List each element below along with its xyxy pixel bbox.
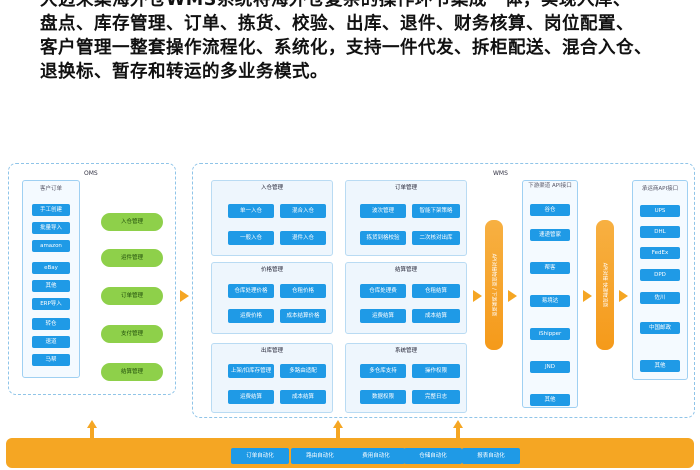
downstream-to-carrier-arrow-icon (583, 290, 592, 302)
modules-to-api-arrow-icon (473, 290, 482, 302)
intro-paragraph: 大迈来集海外仓WMS系统将海外仓复杂的操作环节集成一体，实现入库、 盘点、库存管… (40, 0, 690, 84)
order-source-transfer[interactable]: 转仓 (32, 318, 70, 330)
oms-to-wms-arrow-icon (180, 290, 189, 302)
carrier-item[interactable]: DHL (640, 226, 680, 238)
module-item[interactable]: 成本结算 (280, 390, 326, 404)
api-to-carrier-arrow-icon (619, 290, 628, 302)
order-source-sudao[interactable]: 速道 (32, 336, 70, 348)
module-item[interactable]: 退件入仓 (280, 231, 326, 245)
order-source-manual[interactable]: 手工创建 (32, 204, 70, 216)
module-item[interactable]: 成本结算价格 (280, 309, 326, 323)
module-item[interactable]: 运费结算 (360, 309, 406, 323)
order-source-amazon[interactable]: amazon (32, 240, 70, 252)
wms-panel (192, 163, 695, 418)
module-title: 入仓管理 (260, 185, 283, 191)
module-item[interactable]: 混合入仓 (280, 204, 326, 218)
module-item[interactable]: 数据权限 (360, 390, 406, 404)
automation-orders[interactable]: 订单自动化 (231, 448, 289, 464)
module-title: 订单管理 (394, 185, 417, 191)
module-title: 价格管理 (260, 267, 283, 273)
module-item[interactable]: 多路由适配 (280, 364, 326, 378)
bottom-to-wms-right-arrow-icon (453, 420, 463, 428)
module-item[interactable]: 一般入仓 (228, 231, 274, 245)
module-item[interactable]: 智能下架策略 (412, 204, 460, 218)
oms-flow-payment[interactable]: 支付管理 (101, 325, 163, 343)
carrier-api-bar-label: API对接 快递物流商 (601, 262, 608, 308)
oms-flow-inbound[interactable]: 入仓管理 (101, 213, 163, 231)
module-item[interactable]: 仓租结算 (412, 284, 460, 298)
bottom-to-oms-arrow-icon (87, 420, 97, 428)
module-item[interactable]: 成本结算 (412, 309, 460, 323)
module-item[interactable]: 仓库处理费 (360, 284, 406, 298)
downstream-item[interactable]: 其他 (530, 394, 570, 406)
order-source-ebay[interactable]: eBay (32, 262, 70, 274)
downstream-item[interactable]: 速递管家 (530, 229, 570, 241)
intro-line: 客户管理一整套操作流程化、系统化，支持一件代发、拆柜配送、混合入仓、 (40, 38, 652, 58)
automation-fees[interactable]: 费用自动化 (347, 448, 405, 464)
module-pricing: 价格管理 (211, 262, 333, 334)
carrier-item[interactable]: 佐川 (640, 292, 680, 304)
customer-orders-title: 客户订单 (39, 186, 62, 192)
automation-reports[interactable]: 报表自动化 (462, 448, 520, 464)
arrow-stem (90, 428, 94, 438)
automation-routing[interactable]: 路由自动化 (291, 448, 349, 464)
module-item[interactable]: 运费价格 (228, 309, 274, 323)
order-source-batch[interactable]: 批量导入 (32, 222, 70, 234)
module-item[interactable]: 仓库处理价格 (228, 284, 274, 298)
carrier-item[interactable]: 其他 (640, 360, 680, 372)
module-title: 系统管理 (394, 348, 417, 354)
module-item[interactable]: 操作权限 (412, 364, 460, 378)
arrow-stem (456, 428, 460, 438)
bottom-to-wms-arrow-icon (333, 420, 343, 428)
order-source-erp[interactable]: ERP导入 (32, 298, 70, 310)
carrier-api-bar: API对接 快递物流商 (596, 220, 614, 350)
carrier-item[interactable]: DPD (640, 269, 680, 281)
oms-flow-settlement[interactable]: 结算管理 (101, 363, 163, 381)
arrow-stem (336, 428, 340, 438)
downstream-api-bar-label: API对接物流商 / 下游渠道商 (490, 253, 497, 317)
module-title: 结算管理 (394, 267, 417, 273)
module-item[interactable]: 二次核对出库 (412, 231, 460, 245)
downstream-api-bar: API对接物流商 / 下游渠道商 (485, 220, 503, 350)
intro-line: 盘点、库存管理、订单、拣货、校验、出库、退件、财务核算、岗位配置、 (40, 14, 634, 34)
wms-label: WMS (493, 170, 508, 177)
module-item[interactable]: 仓租价格 (280, 284, 326, 298)
module-item[interactable]: 多仓库支持 (360, 364, 406, 378)
carrier-item[interactable]: 中国邮政 (640, 322, 680, 334)
automation-warehousing[interactable]: 仓储自动化 (404, 448, 462, 464)
carrier-api-title: 承运商API接口 (641, 186, 679, 192)
downstream-item[interactable]: 帮客 (530, 262, 570, 274)
module-item[interactable]: 上架/扣库存管理 (228, 364, 274, 378)
module-item[interactable]: 拣货到格校验 (360, 231, 406, 245)
downstream-channels-title: 下游渠道 API接口 (528, 183, 572, 189)
module-item[interactable]: 单一入仓 (228, 204, 274, 218)
oms-panel (8, 163, 176, 395)
intro-line: 大迈来集海外仓WMS系统将海外仓复杂的操作环节集成一体，实现入库、 (40, 0, 631, 10)
downstream-item[interactable]: 易境达 (530, 295, 570, 307)
module-item[interactable]: 完整日志 (412, 390, 460, 404)
oms-flow-shipping[interactable]: 运件管理 (101, 249, 163, 267)
carrier-item[interactable]: FedEx (640, 247, 680, 259)
module-item[interactable]: 运费结算 (228, 390, 274, 404)
downstream-item[interactable]: iShipper (530, 328, 570, 340)
carrier-item[interactable]: UPS (640, 205, 680, 217)
module-item[interactable]: 波次管理 (360, 204, 406, 218)
downstream-item[interactable]: JND (530, 361, 570, 373)
api-to-downstream-arrow-icon (508, 290, 517, 302)
order-source-other[interactable]: 其他 (32, 280, 70, 292)
module-title: 出库管理 (260, 348, 283, 354)
module-settlement: 结算管理 (345, 262, 467, 334)
oms-label: OMS (84, 170, 98, 177)
downstream-item[interactable]: 谷仓 (530, 204, 570, 216)
oms-flow-orders[interactable]: 订单管理 (101, 287, 163, 305)
intro-line: 退换标、暂存和转运的多业务模式。 (40, 62, 328, 82)
order-source-mabang[interactable]: 马帮 (32, 354, 70, 366)
